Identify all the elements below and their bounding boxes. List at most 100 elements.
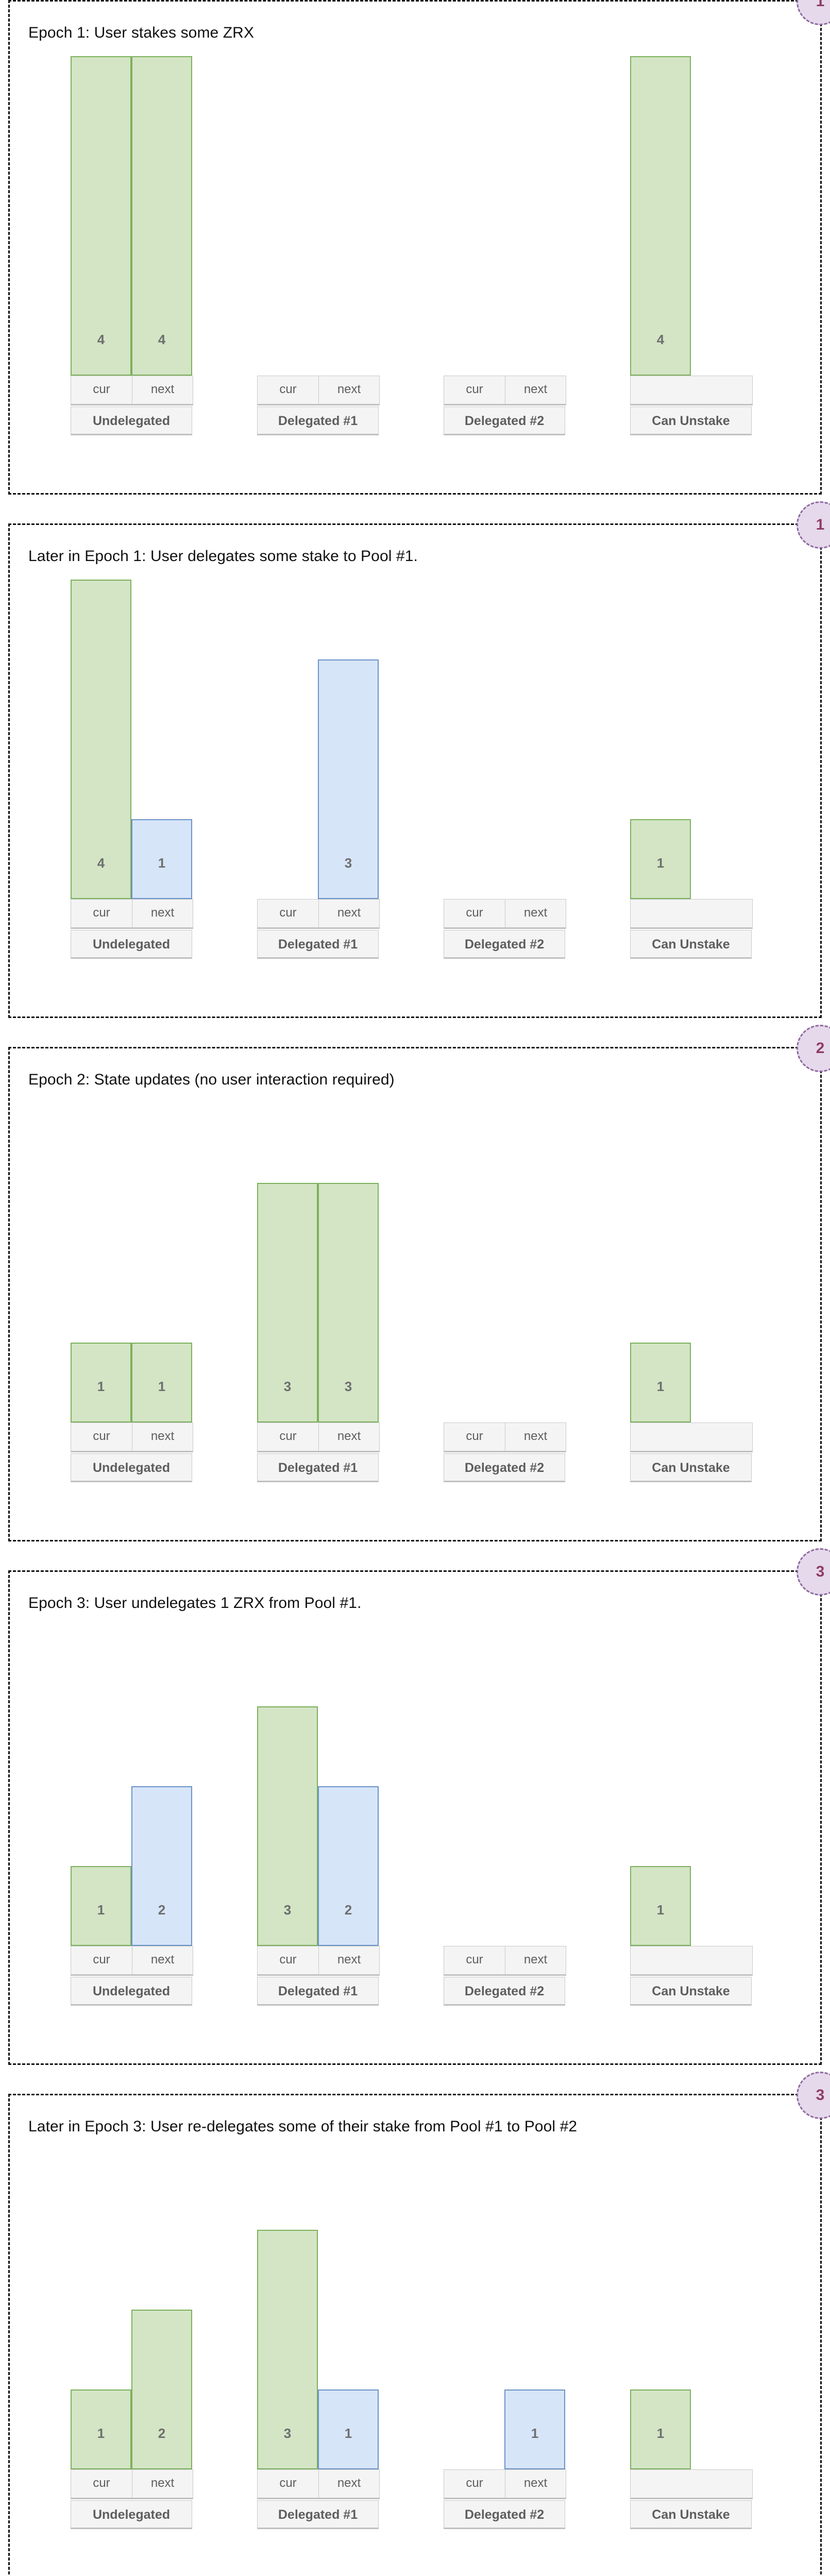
- bar-stack: 1: [630, 2140, 753, 2469]
- bar-value-label: 1: [97, 1379, 105, 1394]
- slot-header-next: next: [505, 376, 566, 404]
- bar-stack: [257, 46, 380, 376]
- bar: 2: [131, 1786, 192, 1946]
- bar-value-label: 1: [158, 1379, 166, 1394]
- bar: 1: [630, 1866, 691, 1946]
- bar-value-label: 3: [344, 1379, 352, 1394]
- column-label: Delegated #1: [257, 1453, 379, 1482]
- bar-stack: 1: [630, 569, 753, 899]
- panel-title: Epoch 2: State updates (no user interact…: [28, 1071, 395, 1088]
- bar-value-label: 1: [97, 1902, 105, 1918]
- epoch-badge: 2: [797, 1025, 830, 1072]
- bar-cell: 1: [630, 1866, 691, 1946]
- slot-header-next: next: [132, 900, 193, 927]
- slot-header-cur: cur: [466, 1429, 483, 1443]
- slot-header-cur: cur: [93, 1953, 110, 1967]
- bar-value-label: 3: [283, 2426, 292, 2441]
- bar: 4: [71, 56, 131, 376]
- column-label: Can Unstake: [630, 1977, 752, 2006]
- column-label: Undelegated: [71, 1453, 192, 1482]
- column-label: Delegated #2: [444, 1977, 565, 2006]
- epoch-badge: 1: [797, 501, 830, 549]
- column-label: Delegated #1: [257, 406, 379, 435]
- column-label: Delegated #2: [444, 406, 565, 435]
- bar-value-label: 1: [656, 855, 665, 871]
- column-label: Delegated #2: [444, 2500, 565, 2529]
- bar-stack: [444, 1616, 566, 1946]
- slot-header-single: [631, 2470, 752, 2498]
- column-label: Undelegated: [71, 2500, 192, 2529]
- bar-stack: [444, 569, 566, 899]
- bar-cell: 1: [71, 1866, 131, 1946]
- bar: 1: [131, 819, 192, 899]
- bar: 3: [257, 2230, 318, 2469]
- slot-header-cur: cur: [466, 382, 483, 396]
- column-label: Undelegated: [71, 930, 192, 959]
- bar: 1: [131, 1343, 192, 1422]
- bar-cell: 3: [318, 1183, 379, 1422]
- bar-cell: 4: [630, 56, 691, 376]
- bar-value-label: 1: [656, 1379, 665, 1394]
- slot-header-cur: cur: [466, 2476, 483, 2490]
- column-label: Delegated #2: [444, 930, 565, 959]
- bar-value-label: 3: [283, 1902, 292, 1918]
- bar-value-label: 2: [158, 1902, 166, 1918]
- bar: 4: [131, 56, 192, 376]
- bar-value-label: 1: [158, 855, 166, 871]
- slot-header-cur: cur: [466, 906, 483, 920]
- slot-header-next: next: [318, 1946, 379, 1974]
- slot-header-cur: cur: [279, 1953, 297, 1967]
- bar: 1: [630, 819, 691, 899]
- bar: 1: [71, 1866, 131, 1946]
- column-label: Can Unstake: [630, 930, 752, 959]
- bar-value-label: 1: [531, 2426, 539, 2441]
- slot-header-single: [631, 900, 752, 927]
- bar: 3: [318, 1183, 379, 1422]
- panel-title: Later in Epoch 1: User delegates some st…: [28, 548, 418, 565]
- bar-cell: 2: [131, 1786, 192, 1946]
- column-label: Delegated #1: [257, 2500, 379, 2529]
- slot-header-row: [630, 1946, 753, 1976]
- bar-cell: 2: [131, 2310, 192, 2469]
- bar-cell: 1: [630, 2389, 691, 2469]
- bar-value-label: 4: [158, 332, 166, 347]
- bar: 4: [630, 56, 691, 376]
- bar: 3: [318, 659, 379, 899]
- slot-header-next: next: [505, 900, 566, 927]
- bar: 2: [131, 2310, 192, 2469]
- bar: 1: [504, 2389, 565, 2469]
- bar-value-label: 1: [656, 1902, 665, 1918]
- bar-value-label: 4: [97, 332, 105, 347]
- slot-header-next: next: [132, 376, 193, 404]
